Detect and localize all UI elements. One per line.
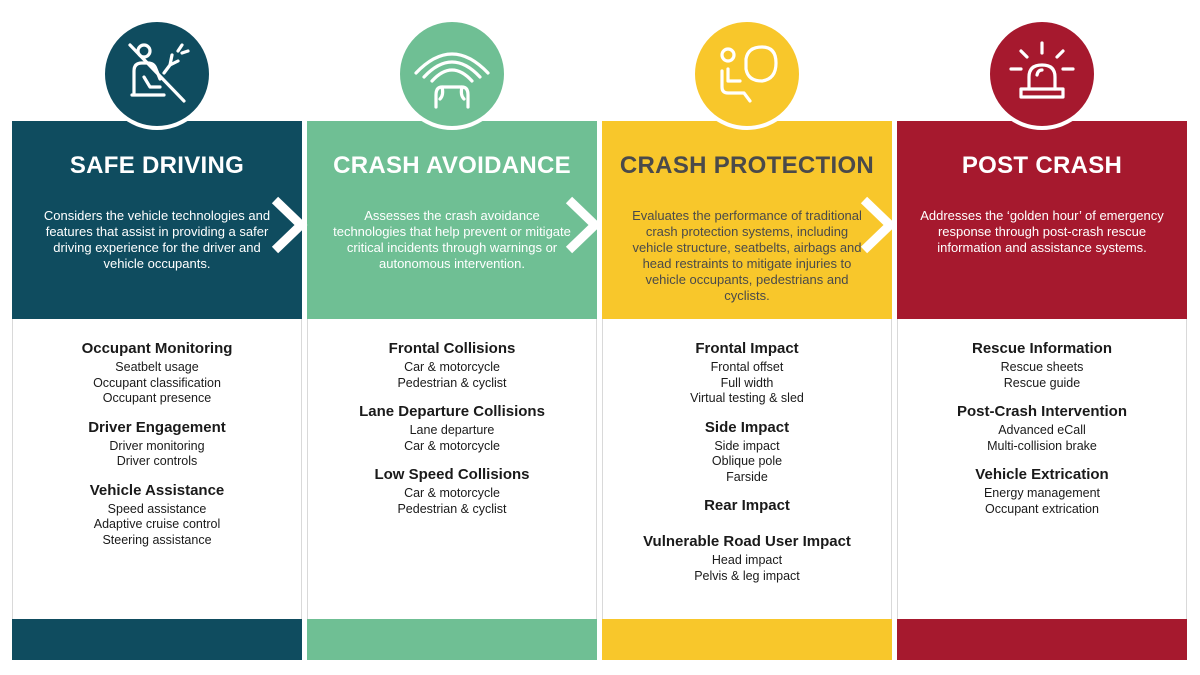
footer-bar (307, 619, 597, 660)
section-item: Adaptive cruise control (93, 517, 221, 531)
column-description: Considers the vehicle technologies and f… (43, 208, 271, 271)
column-crash-avoidance: CRASH AVOIDANCE Assesses the crash avoid… (307, 0, 597, 675)
column-body: Frontal Impact Frontal offset Full width… (602, 319, 892, 619)
column-body: Occupant Monitoring Seatbelt usage Occup… (12, 319, 302, 619)
emergency-siren-icon (1009, 41, 1075, 99)
car-sensor-waves-icon (414, 52, 490, 109)
section: Vulnerable Road User Impact Head impact … (603, 533, 891, 584)
section-title: Vehicle Assistance (89, 481, 225, 499)
footer-bar (12, 619, 302, 660)
column-safe-driving: SAFE DRIVING Considers the vehicle techn… (12, 0, 302, 675)
section: Vehicle Extrication Energy management Oc… (898, 466, 1186, 517)
section-item: Multi-collision brake (987, 438, 1097, 453)
section-item: Driver controls (116, 454, 198, 468)
section-title: Rescue Information (971, 340, 1113, 357)
chevron-right-icon (860, 196, 897, 254)
section-item: Occupant classification (93, 375, 221, 390)
section-item: Virtual testing & sled (690, 391, 804, 405)
section-title: Side Impact (704, 418, 790, 436)
section-item: Seatbelt usage (115, 360, 199, 374)
section: Lane Departure Collisions Lane departure… (308, 403, 596, 454)
column-body: Frontal Collisions Car & motorcycle Pede… (307, 319, 597, 619)
section-item: Speed assistance (107, 501, 207, 516)
section-title: Low Speed Collisions (374, 466, 530, 483)
section-item: Pedestrian & cyclist (397, 375, 507, 390)
section: Vehicle Assistance Speed assistance Adap… (13, 482, 301, 549)
column-crash-protection: CRASH PROTECTION Evaluates the performan… (602, 0, 892, 675)
section-title: Post-Crash Intervention (956, 403, 1128, 420)
section-item: Oblique pole (711, 454, 783, 468)
driver-hands-off-icon (128, 43, 190, 103)
chevron-right-icon (271, 196, 308, 254)
section-item: Driver monitoring (109, 438, 205, 453)
section-title: Lane Departure Collisions (359, 403, 545, 420)
section: Rear Impact (603, 497, 891, 515)
footer-bar (602, 619, 892, 660)
section-item: Energy management (983, 486, 1101, 500)
section-item: Head impact (711, 553, 783, 567)
section-title: Frontal Impact (695, 340, 799, 357)
section-title: Frontal Collisions (388, 340, 516, 357)
column-title: CRASH AVOIDANCE (333, 152, 571, 179)
column-description: Assesses the crash avoidance technologie… (333, 208, 571, 271)
section-item: Advanced eCall (998, 423, 1086, 437)
section-item: Frontal offset (710, 360, 784, 374)
section-item: Lane departure (409, 423, 495, 437)
section-title: Vulnerable Road User Impact (643, 533, 851, 550)
section-item: Occupant extrication (985, 501, 1099, 516)
section-item: Occupant presence (102, 391, 212, 405)
section-item: Rescue sheets (1000, 360, 1084, 374)
section: Side Impact Side impact Oblique pole Far… (603, 419, 891, 486)
section: Occupant Monitoring Seatbelt usage Occup… (13, 340, 301, 407)
section: Frontal Collisions Car & motorcycle Pede… (308, 340, 596, 391)
section: Frontal Impact Frontal offset Full width… (603, 340, 891, 407)
section-title: Driver Engagement (88, 418, 226, 436)
section: Driver Engagement Driver monitoring Driv… (13, 419, 301, 470)
section-item: Car & motorcycle (404, 360, 500, 374)
footer-bar (897, 619, 1187, 660)
column-description: Addresses the ‘golden hour’ of emergency… (920, 208, 1164, 255)
header-panel (307, 121, 597, 319)
header-panel (602, 121, 892, 319)
section-item: Rescue guide (1003, 375, 1081, 390)
header-panel (12, 121, 302, 319)
icon-badge (396, 18, 508, 130)
section: Rescue Information Rescue sheets Rescue … (898, 340, 1186, 391)
section: Low Speed Collisions Car & motorcycle Pe… (308, 466, 596, 517)
section-title: Vehicle Extrication (975, 466, 1109, 483)
column-description: Evaluates the performance of traditional… (632, 208, 862, 303)
chevron-right-icon (565, 196, 602, 254)
section-item: Pedestrian & cyclist (397, 501, 507, 516)
column-title: POST CRASH (961, 152, 1123, 179)
section-item: Steering assistance (102, 532, 212, 547)
section-item: Farside (726, 469, 768, 484)
icon-badge (101, 18, 213, 130)
column-title: CRASH PROTECTION (619, 152, 875, 179)
section: Post-Crash Intervention Advanced eCall M… (898, 403, 1186, 454)
section-item: Full width (720, 375, 774, 390)
section-item: Car & motorcycle (404, 486, 500, 500)
column-title: SAFE DRIVING (69, 152, 245, 179)
column-post-crash: POST CRASH Addresses the ‘golden hour’ o… (897, 0, 1187, 675)
section-item: Side impact (714, 438, 780, 453)
icon-badge (691, 18, 803, 130)
icon-badge (986, 18, 1098, 130)
section-item: Pelvis & leg impact (694, 568, 800, 583)
section-item: Car & motorcycle (404, 438, 500, 453)
airbag-occupant-icon (720, 45, 778, 103)
section-title: Occupant Monitoring (81, 340, 233, 357)
section-title: Rear Impact (704, 497, 790, 514)
header-panel (897, 121, 1187, 319)
column-body: Rescue Information Rescue sheets Rescue … (897, 319, 1187, 619)
